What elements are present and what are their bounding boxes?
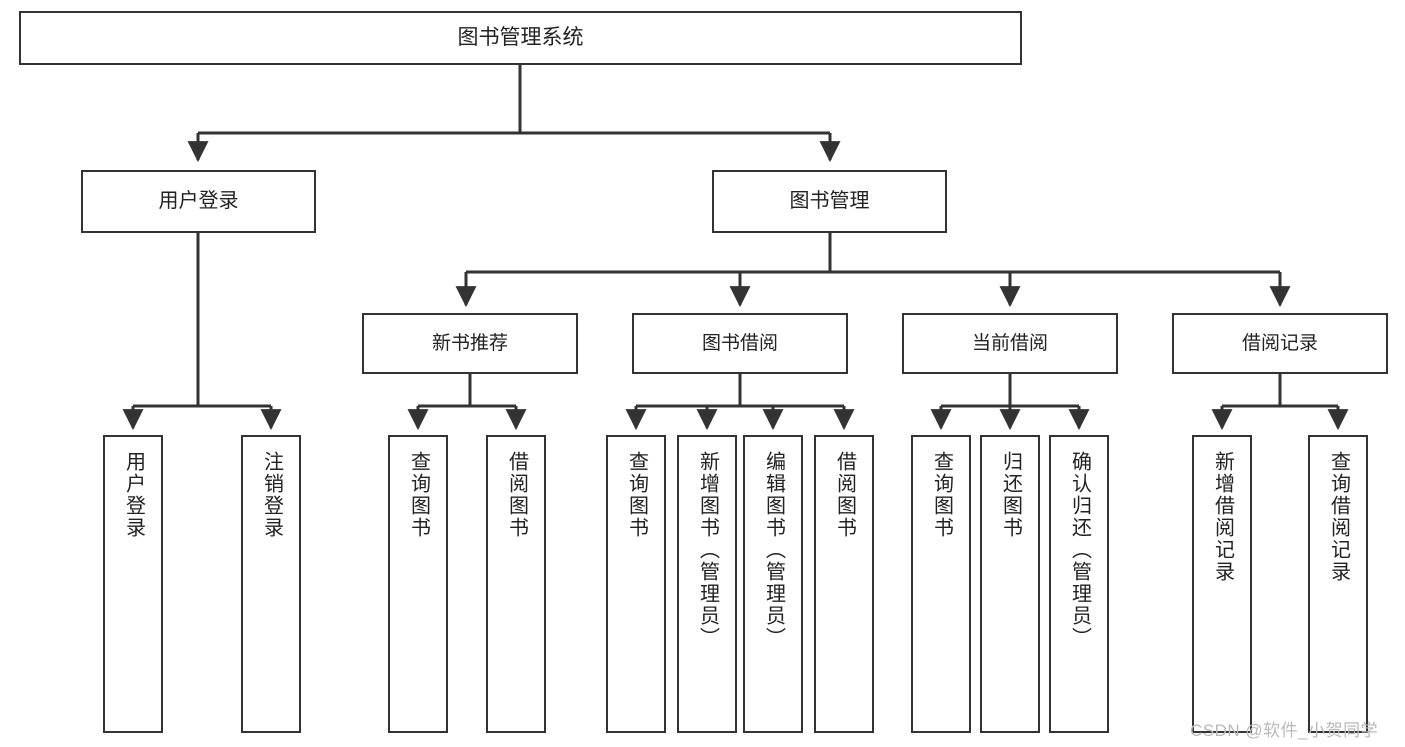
- node-label: 注销登录: [260, 451, 283, 539]
- node-label: 查询图书: [407, 451, 430, 539]
- node-label: 查询借阅记录: [1327, 451, 1350, 583]
- csdn-watermark: CSDN @软件_小贺同学: [1190, 721, 1379, 740]
- node-new-book-recommend[interactable]: 新书推荐: [362, 313, 578, 374]
- node-book-management[interactable]: 图书管理: [712, 170, 947, 233]
- node-borrow-record[interactable]: 借阅记录: [1172, 313, 1388, 374]
- leaf-add-book-admin[interactable]: 新增图书（管理员）: [677, 435, 737, 733]
- leaf-logout-login[interactable]: 注销登录: [241, 435, 301, 733]
- node-label: 查询图书: [930, 451, 953, 539]
- leaf-query-book-current[interactable]: 查询图书: [911, 435, 971, 733]
- node-label: 借阅图书: [505, 451, 528, 539]
- leaf-borrow-book-recommend[interactable]: 借阅图书: [486, 435, 546, 733]
- node-label: 新书推荐: [431, 332, 508, 354]
- node-label: 借阅图书: [833, 451, 856, 539]
- node-label: 图书借阅: [701, 332, 778, 354]
- leaf-confirm-return-admin[interactable]: 确认归还（管理员）: [1049, 435, 1109, 733]
- node-label: 图书管理: [789, 190, 870, 212]
- leaf-query-book-recommend[interactable]: 查询图书: [388, 435, 448, 733]
- leaf-query-borrow-record[interactable]: 查询借阅记录: [1308, 435, 1368, 733]
- leaf-add-borrow-record[interactable]: 新增借阅记录: [1192, 435, 1252, 733]
- leaf-return-book[interactable]: 归还图书: [980, 435, 1040, 733]
- node-book-borrow[interactable]: 图书借阅: [632, 313, 848, 374]
- leaf-borrow-book[interactable]: 借阅图书: [814, 435, 874, 733]
- node-label: 用户登录: [122, 451, 145, 539]
- leaf-user-login[interactable]: 用户登录: [103, 435, 163, 733]
- node-root-system[interactable]: 图书管理系统: [19, 11, 1022, 65]
- node-label: 新增图书（管理员）: [696, 451, 719, 649]
- node-label: 编辑图书（管理员）: [762, 451, 785, 649]
- node-user-login[interactable]: 用户登录: [81, 170, 316, 233]
- node-label: 借阅记录: [1241, 332, 1318, 354]
- leaf-query-book-borrow[interactable]: 查询图书: [606, 435, 666, 733]
- node-current-borrow[interactable]: 当前借阅: [902, 313, 1118, 374]
- leaf-edit-book-admin[interactable]: 编辑图书（管理员）: [743, 435, 803, 733]
- node-label: 当前借阅: [971, 332, 1048, 354]
- node-label: 图书管理系统: [457, 25, 584, 49]
- node-label: 用户登录: [158, 190, 239, 212]
- node-label: 归还图书: [999, 451, 1022, 539]
- node-label: 确认归还（管理员）: [1068, 451, 1091, 649]
- node-label: 新增借阅记录: [1211, 451, 1234, 583]
- node-label: 查询图书: [625, 451, 648, 539]
